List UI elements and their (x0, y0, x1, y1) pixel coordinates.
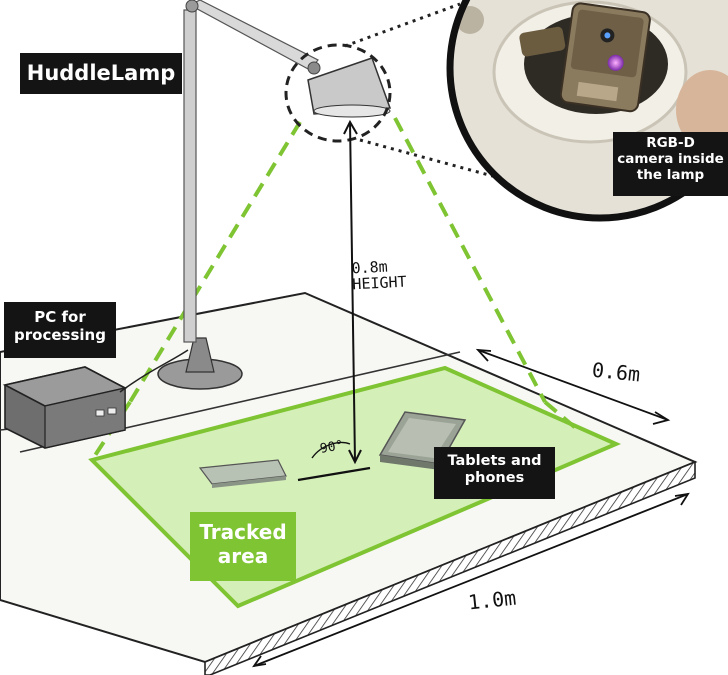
lamp-arm (188, 0, 319, 71)
length-annotation: 1.0m (466, 585, 518, 615)
table-side (204, 460, 696, 675)
pc-box (2, 366, 128, 449)
camera-label-line-1: RGB-D (646, 135, 695, 151)
width-dimension-arrow (475, 348, 671, 425)
height-word: HEIGHT (351, 272, 407, 294)
height-arrow (343, 119, 362, 465)
width-annotation: 0.6m (590, 357, 642, 387)
pc-label-line-1: PC for (34, 308, 86, 326)
tracked-label-line-2: area (217, 544, 269, 568)
devices-label-line-2: phones (464, 470, 525, 487)
right-angle-mark (311, 441, 351, 459)
huddlelamp-title-text: HuddleLamp (26, 61, 176, 85)
phone-device (198, 459, 287, 488)
devices-label: Tablets and phones (434, 447, 555, 499)
pc-processing-label: PC for processing (4, 302, 116, 358)
camera-label-line-2: camera inside (617, 150, 724, 167)
length-dimension-arrow (252, 492, 690, 668)
angle-baseline (297, 466, 371, 482)
pc-cable (119, 349, 189, 393)
camera-label-line-3: the lamp (636, 166, 705, 183)
lamp-head (307, 57, 392, 115)
height-annotation: 0.8m HEIGHT (351, 258, 407, 294)
tracked-area-label: Tracked area (190, 512, 296, 581)
tracked-label-line-1: Tracked (199, 520, 287, 544)
lamp-pole (183, 9, 197, 343)
camera-label: RGB-D camera inside the lamp (613, 132, 728, 196)
huddlelamp-title-label: HuddleLamp (20, 53, 182, 94)
camera-inset-frame (446, 0, 728, 222)
pc-label-line-2: processing (14, 325, 106, 344)
devices-label-line-1: Tablets and (447, 453, 542, 469)
zoom-highlight-circle (284, 43, 392, 143)
